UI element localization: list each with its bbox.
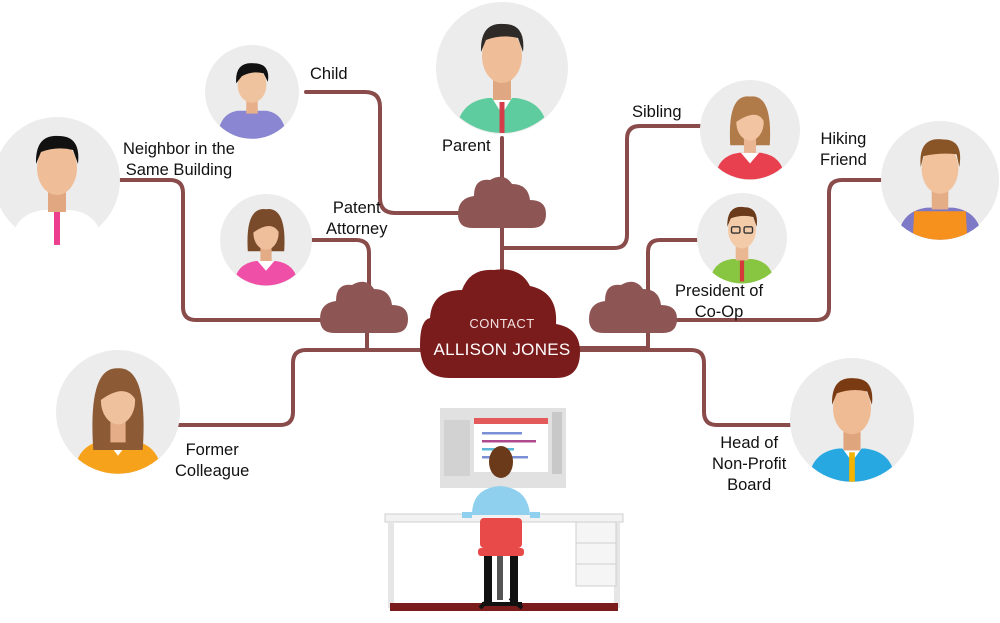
avatar-child: [205, 45, 299, 139]
connector-lines: [116, 90, 886, 427]
label-head-nonprofit: Head of Non-Profit Board: [712, 434, 787, 494]
connector-president: [646, 238, 699, 298]
connector-hiking: [658, 178, 886, 322]
label-hiking-friend: Hiking Friend: [820, 130, 867, 169]
label-sibling: Sibling: [632, 103, 682, 121]
office-worker: [462, 446, 540, 518]
center-contact-label: CONTACT: [469, 316, 534, 331]
connector-sibling: [500, 124, 702, 250]
avatar-head-nonprofit: [790, 358, 914, 482]
label-child: Child: [310, 65, 348, 83]
connector-child: [304, 90, 474, 215]
workstation-illustration: [384, 408, 624, 611]
avatar-former-colleague: [56, 350, 180, 474]
label-former-colleague: Former Colleague: [175, 441, 250, 480]
connector-neighbor: [116, 178, 342, 322]
connector-former: [176, 348, 442, 427]
connector-headnp: [573, 348, 792, 427]
avatar-hiking-friend: [881, 121, 999, 240]
center-contact-name: ALLISON JONES: [433, 340, 570, 359]
avatar-neighbor: [0, 117, 120, 245]
avatar-parent: [436, 2, 568, 134]
cloud-icon: [320, 281, 408, 333]
label-patent-attorney: Patent Attorney: [326, 199, 388, 238]
avatar-sibling: [700, 80, 800, 180]
connector-patent: [310, 238, 371, 298]
label-neighbor: Neighbor in the Same Building: [123, 140, 235, 179]
main-contact-cloud: CONTACT ALLISON JONES: [420, 269, 580, 378]
avatar-patent-attorney: [220, 194, 312, 286]
label-parent: Parent: [442, 137, 491, 155]
cloud-icon: [458, 176, 546, 228]
office-chair-icon: [478, 518, 524, 610]
avatar-president-coop: [697, 193, 787, 284]
cloud-icon: [589, 281, 677, 333]
label-president-coop: President of Co-Op: [675, 282, 764, 321]
